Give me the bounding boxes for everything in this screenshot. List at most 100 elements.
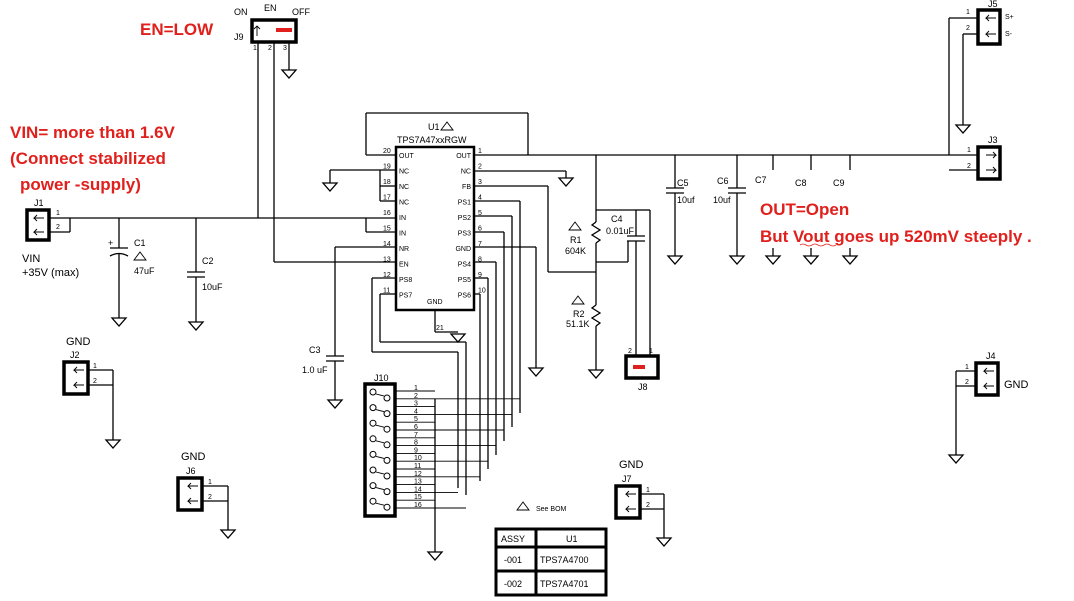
c5-value: 10uf <box>677 195 695 205</box>
j4-gnd-label: GND <box>1004 379 1029 391</box>
connector-j10 <box>363 382 397 518</box>
ic-pin-name: IN <box>399 231 406 238</box>
j10-pin-number: 13 <box>414 479 422 486</box>
bom-header-u1: U1 <box>566 534 578 544</box>
svg-text:2: 2 <box>268 45 272 52</box>
j7-ref: J7 <box>622 474 632 484</box>
j5-arrow-icon <box>984 14 996 38</box>
svg-text:3: 3 <box>283 45 287 52</box>
j5-splus-label: S+ <box>1005 14 1014 21</box>
ic-pin-number: 16 <box>383 210 391 217</box>
annotation-vin-1: VIN= more than 1.6V <box>10 123 176 142</box>
bom-row-1-part: TPS7A4700 <box>540 555 589 565</box>
svg-text:+: + <box>108 238 113 248</box>
ic-pin-name: PS4 <box>458 262 471 269</box>
svg-text:2: 2 <box>208 494 212 501</box>
ic-pin-name: EN <box>399 262 409 269</box>
ic-pin-number: 13 <box>383 257 391 264</box>
j10-pin-pad <box>369 435 377 443</box>
connector-j5 <box>976 8 1002 46</box>
j10-pin-pad <box>369 466 377 474</box>
j10-pin-pad <box>383 394 391 402</box>
j10-pin-number: 15 <box>414 494 422 501</box>
annotation-out-2: But Vout goes up 520mV steeply . <box>760 227 1032 246</box>
ic-pin-name: PS7 <box>399 293 412 300</box>
c8-ref: C8 <box>795 178 807 188</box>
ic-pin-name: IN <box>399 215 406 222</box>
j10-pin-link <box>375 502 385 506</box>
bom-warning-icon <box>516 501 530 511</box>
ic-pin-number: 3 <box>478 179 482 186</box>
r1-ref: R1 <box>570 235 582 245</box>
ic-pin-name: NC <box>399 200 409 207</box>
j10-pin-number: 10 <box>414 455 422 462</box>
ic-pin-number: 19 <box>383 164 391 171</box>
j10-pin-link <box>375 455 385 459</box>
j10-pin-number: 11 <box>414 463 421 470</box>
spell-underline <box>799 243 837 247</box>
bom-note: See BOM <box>536 506 567 513</box>
ic-pin-number: 4 <box>478 195 482 202</box>
ic-pin-name: PS5 <box>458 277 471 284</box>
svg-text:2: 2 <box>967 163 971 170</box>
r2-warning-icon <box>571 295 585 305</box>
bom-row-2-assy: -002 <box>504 579 522 589</box>
j3-arrow-icon <box>986 151 998 174</box>
j10-pin-number: 4 <box>414 408 418 415</box>
ic-pin-number: 20 <box>383 148 391 155</box>
svg-text:1: 1 <box>965 364 969 371</box>
svg-text:1: 1 <box>649 348 653 355</box>
c6-value: 10uf <box>713 195 731 205</box>
j6-arrow-icon <box>186 482 198 505</box>
j10-pin-link <box>375 393 385 397</box>
j9-ref: J9 <box>234 32 244 42</box>
j6-gnd-label: GND <box>181 451 206 463</box>
j1-ref: J1 <box>34 198 44 208</box>
j10-pin-link <box>375 471 385 475</box>
j10-pin-pad <box>369 497 377 505</box>
j5-sminus-label: S- <box>1005 31 1013 38</box>
ic-pin-number: 10 <box>478 288 486 295</box>
j10-pin-pad <box>383 488 391 496</box>
j10-pin-link <box>375 409 385 413</box>
j10-pin-pad <box>383 425 391 433</box>
connector-j3 <box>976 145 1002 181</box>
svg-text:1: 1 <box>966 9 970 16</box>
gnd-symbol <box>281 69 297 79</box>
j10-pin-pad <box>369 450 377 458</box>
j10-pin-number: 6 <box>414 424 418 431</box>
r2-ref: R2 <box>573 309 585 319</box>
c2-ref: C2 <box>202 256 214 266</box>
svg-text:1: 1 <box>967 147 971 154</box>
ic-pin-name: PS3 <box>458 231 471 238</box>
j1-arrow-icon <box>32 214 44 236</box>
ic-part: TPS7A47xxRGW <box>397 135 467 145</box>
ic-pin-name: PS2 <box>458 215 471 222</box>
connector-j2 <box>62 360 90 396</box>
j4-arrow-icon <box>982 367 994 390</box>
ic-pin-number: 5 <box>478 210 482 217</box>
r1-value: 604K <box>565 246 586 256</box>
svg-text:2: 2 <box>93 378 97 385</box>
c3-ref: C3 <box>309 345 321 355</box>
svg-text:1: 1 <box>253 45 257 52</box>
ic-pin-name: NC <box>399 184 409 191</box>
ic-pin-number: 2 <box>478 164 482 171</box>
j10-pin-pad <box>383 503 391 511</box>
annotation-en-low: EN=LOW <box>140 20 214 39</box>
ic-pin-name: PS1 <box>458 200 471 207</box>
j10-pin-number: 7 <box>414 432 418 439</box>
svg-text:2: 2 <box>628 348 632 355</box>
c7-ref: C7 <box>755 175 767 185</box>
ic-pin-name: FB <box>462 184 471 191</box>
j10-ref: J10 <box>374 373 389 383</box>
j6-ref: J6 <box>186 466 196 476</box>
c1-warning-icon <box>133 251 147 261</box>
j10-pin-pad <box>383 441 391 449</box>
svg-text:1: 1 <box>93 363 97 370</box>
ic-pin-number: 8 <box>478 257 482 264</box>
j1-vmax-label: +35V (max) <box>22 267 79 279</box>
ic-pin-name: NC <box>461 169 471 176</box>
c1-value: 47uF <box>134 266 155 276</box>
